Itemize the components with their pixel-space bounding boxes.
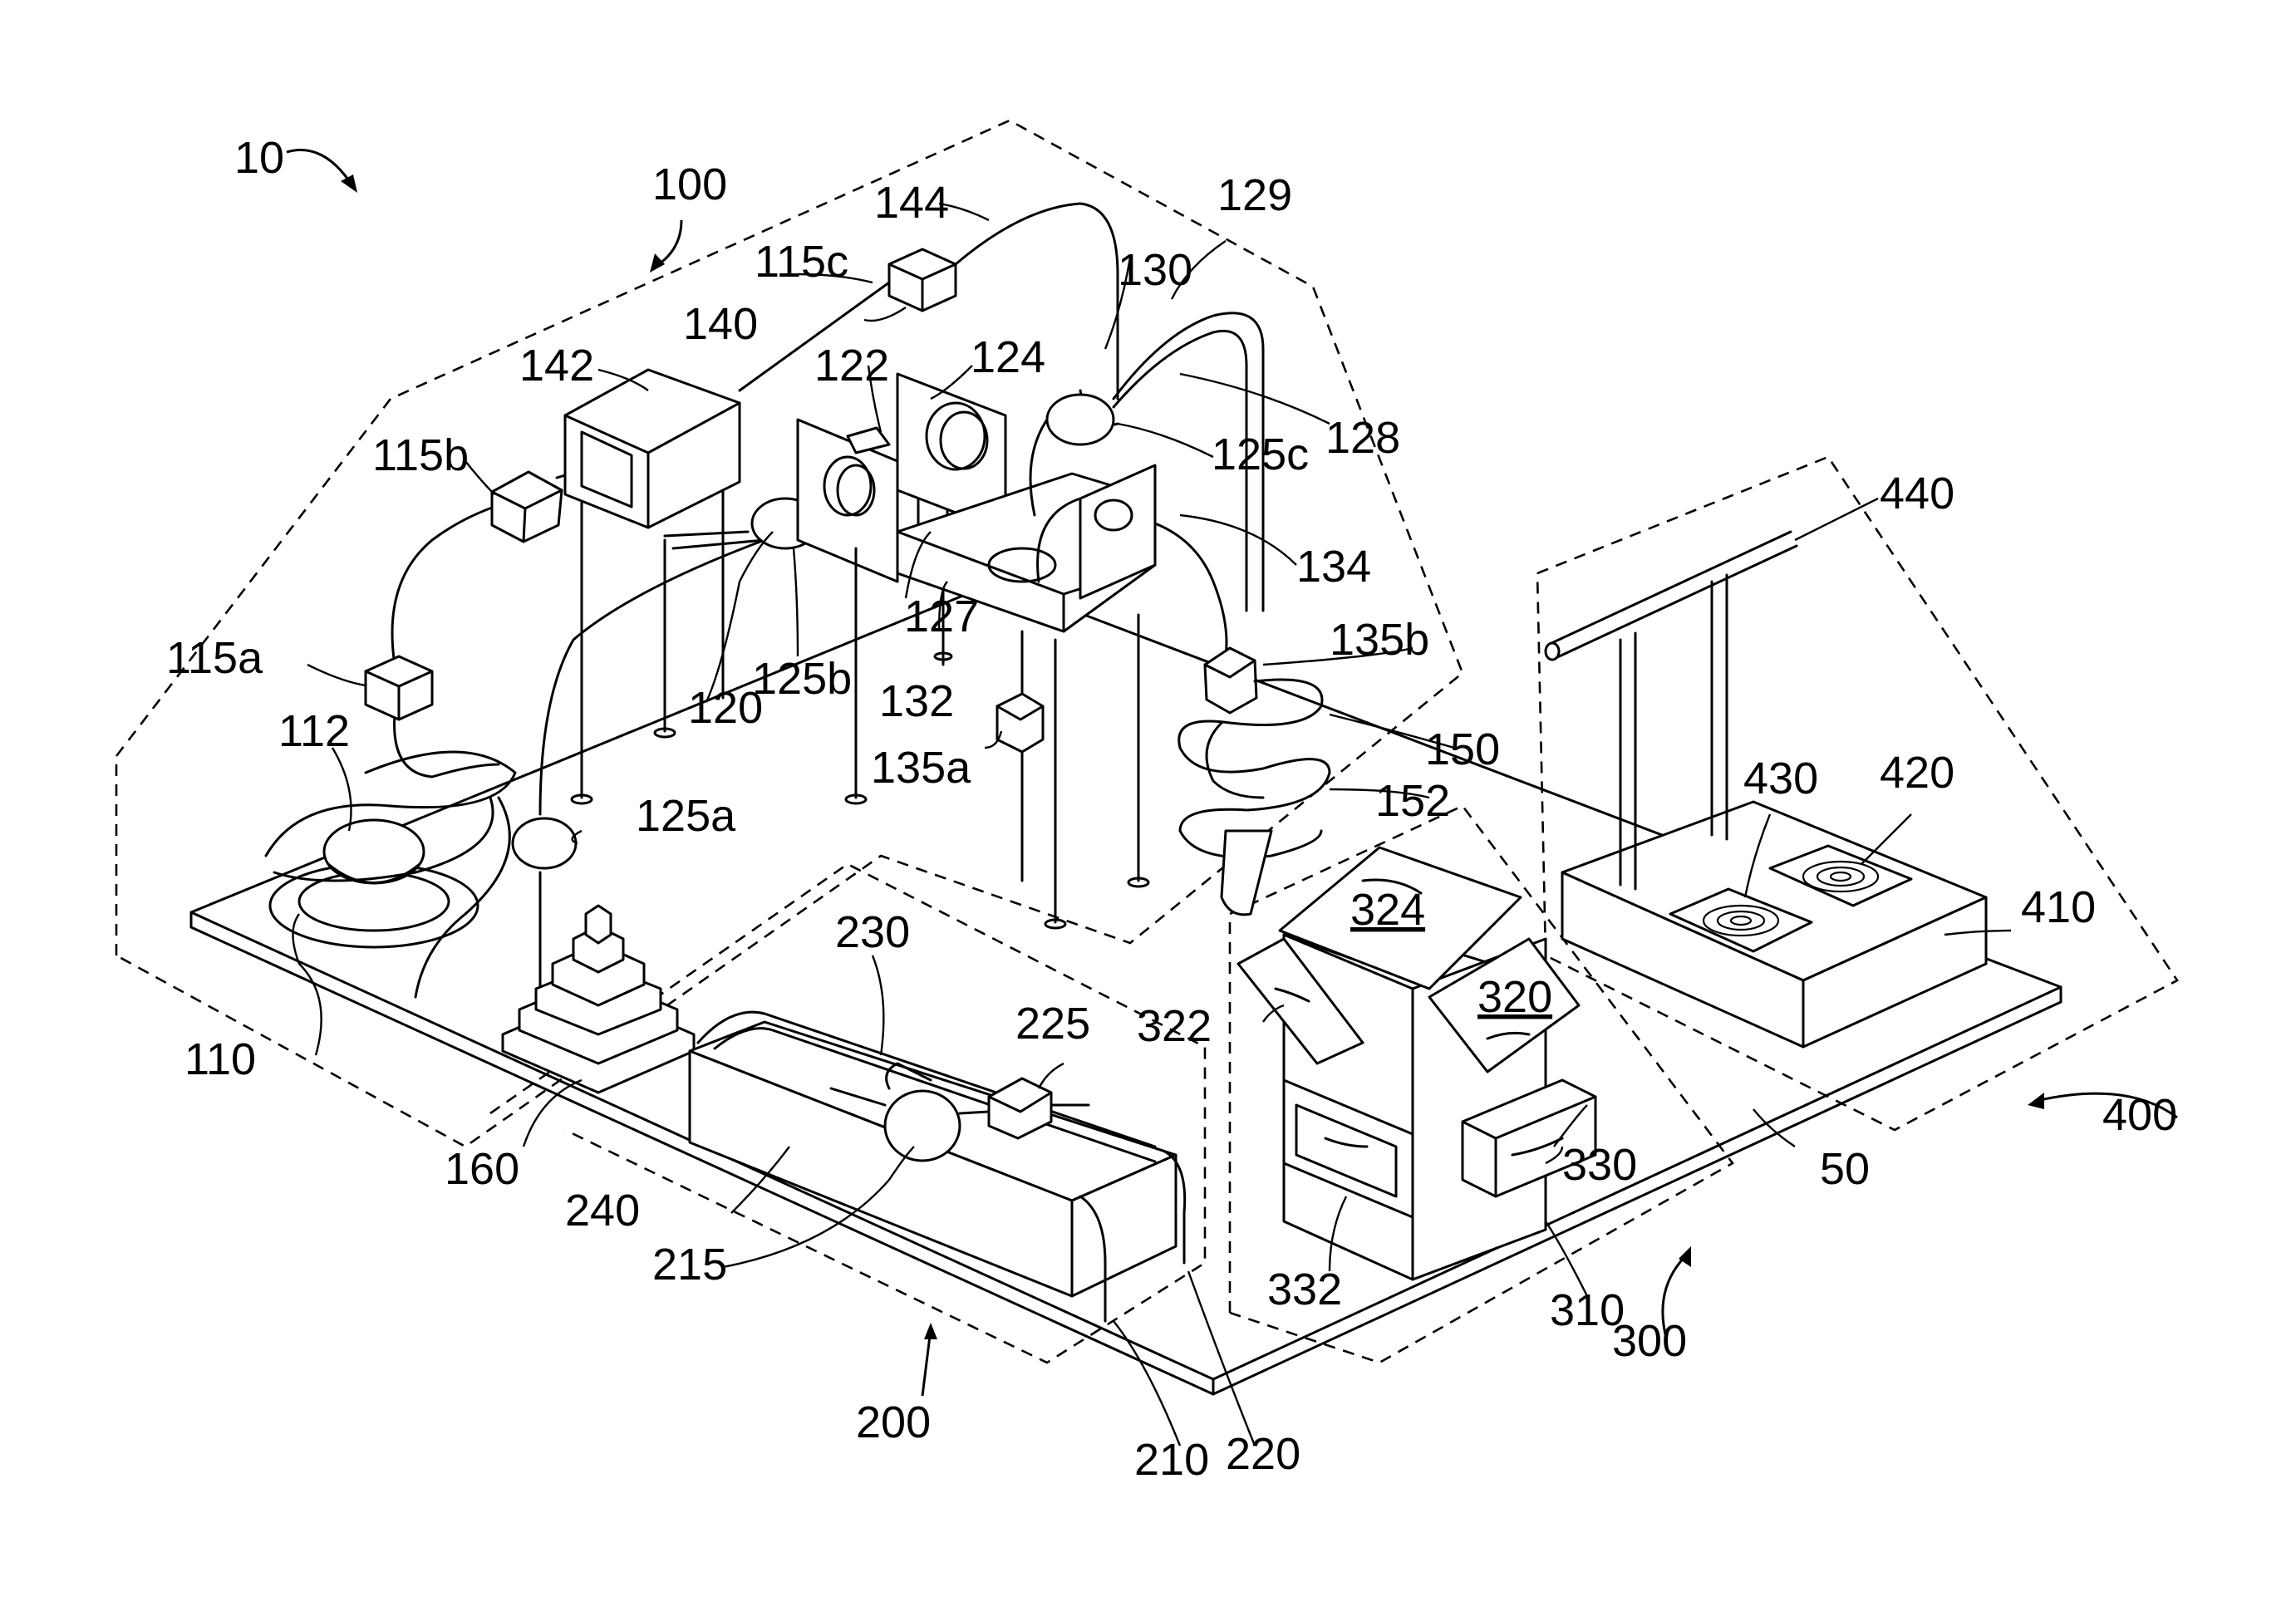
sensor-box-115b bbox=[492, 472, 562, 542]
label-135b: 135b bbox=[1330, 615, 1429, 665]
label-324: 324 bbox=[1350, 885, 1425, 935]
label-115b: 115b bbox=[372, 430, 469, 480]
label-230: 230 bbox=[835, 907, 910, 957]
label-420: 420 bbox=[1880, 748, 1954, 798]
label-225: 225 bbox=[1015, 999, 1090, 1049]
node-125a bbox=[513, 818, 576, 868]
sensor-135a bbox=[997, 694, 1043, 752]
label-115a: 115a bbox=[166, 633, 263, 683]
label-400: 400 bbox=[2102, 1090, 2177, 1140]
label-140: 140 bbox=[683, 299, 758, 349]
label-50: 50 bbox=[1820, 1144, 1870, 1194]
sensor-box-115a bbox=[366, 656, 432, 720]
label-112: 112 bbox=[278, 706, 350, 756]
label-115c: 115c bbox=[755, 237, 848, 287]
label-322: 322 bbox=[1137, 1001, 1212, 1051]
label-135a: 135a bbox=[871, 743, 971, 793]
label-110: 110 bbox=[184, 1034, 256, 1084]
label-129: 129 bbox=[1217, 170, 1292, 220]
cable-128 bbox=[1155, 523, 1227, 656]
label-220: 220 bbox=[1226, 1429, 1300, 1479]
label-100: 100 bbox=[652, 160, 727, 209]
label-125b: 125b bbox=[752, 654, 852, 704]
label-240: 240 bbox=[565, 1186, 640, 1235]
label-210: 210 bbox=[1134, 1435, 1209, 1485]
label-160: 160 bbox=[445, 1144, 519, 1194]
label-134: 134 bbox=[1296, 542, 1371, 592]
label-152: 152 bbox=[1375, 776, 1450, 826]
label-130: 130 bbox=[1118, 245, 1192, 295]
label-125c: 125c bbox=[1212, 430, 1309, 479]
frame-122 bbox=[798, 420, 897, 582]
label-125a: 125a bbox=[636, 791, 736, 841]
label-320: 320 bbox=[1477, 972, 1552, 1022]
label-124: 124 bbox=[971, 332, 1045, 382]
label-150: 150 bbox=[1425, 725, 1500, 774]
sensor-box-115c bbox=[889, 249, 956, 311]
label-144: 144 bbox=[874, 178, 949, 228]
label-127: 127 bbox=[904, 592, 979, 641]
label-330: 330 bbox=[1562, 1140, 1637, 1190]
label-200: 200 bbox=[856, 1397, 931, 1447]
label-430: 430 bbox=[1743, 754, 1818, 803]
label-300: 300 bbox=[1612, 1316, 1687, 1366]
label-215: 215 bbox=[652, 1240, 727, 1289]
label-132: 132 bbox=[879, 676, 954, 726]
label-332: 332 bbox=[1267, 1265, 1342, 1314]
label-440: 440 bbox=[1880, 469, 1954, 518]
label-128: 128 bbox=[1325, 413, 1400, 463]
label-142: 142 bbox=[519, 341, 594, 391]
label-10: 10 bbox=[234, 133, 284, 183]
label-410: 410 bbox=[2021, 882, 2096, 932]
label-122: 122 bbox=[814, 341, 889, 391]
label-120: 120 bbox=[688, 683, 763, 733]
